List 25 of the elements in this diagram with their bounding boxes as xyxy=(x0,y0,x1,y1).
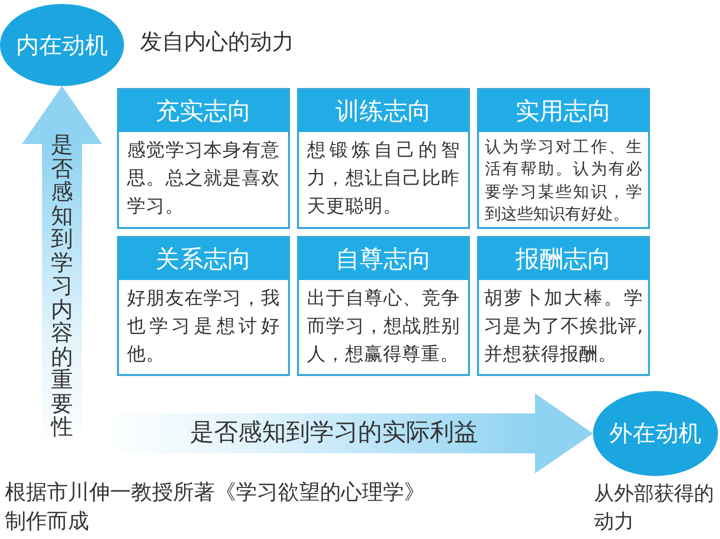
card-description: 胡萝卜加大棒。学习是为了不挨批评,并想获得报酬。 xyxy=(483,287,644,366)
card-description: 想锻炼自己的智力，想让自己比昨天更聪明。 xyxy=(306,139,461,218)
card-header: 报酬志向 xyxy=(479,238,648,280)
card-description: 出于自尊心、竞争而学习，想战胜别人，想赢得尊重。 xyxy=(306,287,461,366)
card-description: 感觉学习本身有意思。总之就是喜欢学习。 xyxy=(126,139,281,218)
orientation-card xyxy=(297,236,470,376)
note-text: 发自内心的动力 xyxy=(140,29,295,57)
card-header: 实用志向 xyxy=(479,90,648,132)
arrow-label: 是否感知到学习内容的重要性 xyxy=(50,134,74,440)
card-description: 好朋友在学习，我也学习是想讨好他。 xyxy=(126,287,281,366)
motivation-label: 外在动机 xyxy=(610,420,702,449)
card-description: 认为学习对工作、生活有帮助。认为有必要学习某些知识，学到这些知识有好处。 xyxy=(484,136,643,226)
note-text: 从外部获得的动力 xyxy=(594,480,715,535)
arrow-label: 是否感知到学习的实际利益 xyxy=(190,420,478,444)
orientation-card xyxy=(477,88,650,229)
card-header: 充实志向 xyxy=(119,90,288,132)
orientation-card xyxy=(117,236,290,376)
card-header: 训练志向 xyxy=(299,90,468,132)
card-header: 关系志向 xyxy=(119,238,288,280)
card-header: 自尊志向 xyxy=(299,238,468,280)
orientation-card xyxy=(297,88,470,229)
orientation-card xyxy=(477,236,650,376)
source-caption: 根据市川伸一教授所著《学习欲望的心理学》制作而成 xyxy=(5,479,426,536)
orientation-card xyxy=(117,88,290,229)
motivation-label: 内在动机 xyxy=(16,32,108,60)
